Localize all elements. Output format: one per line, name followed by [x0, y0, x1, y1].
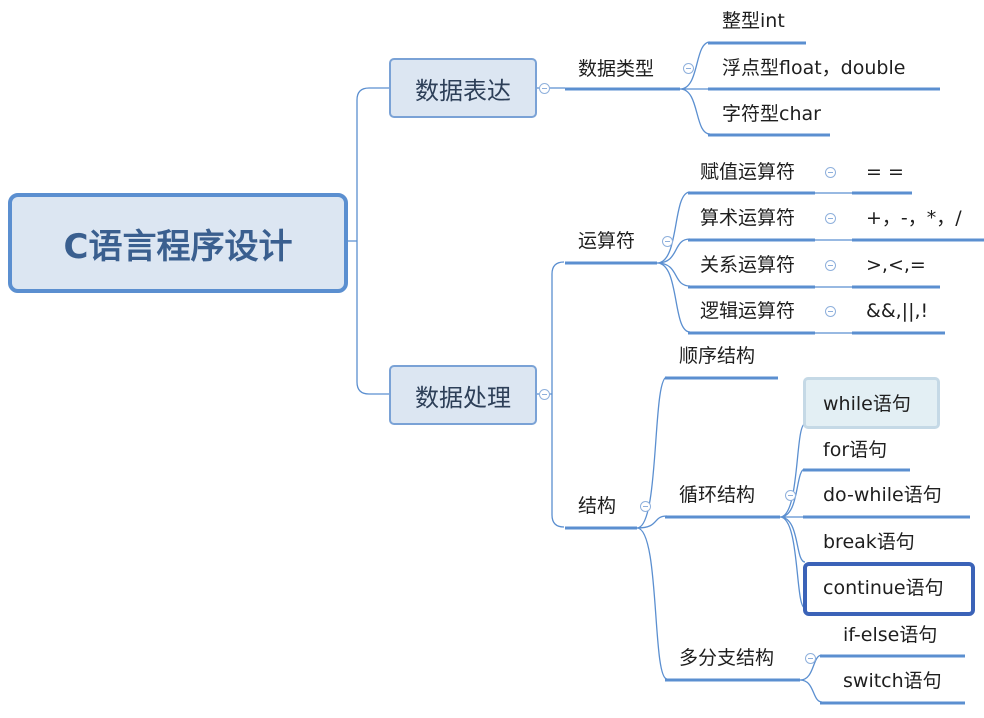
node-continue-selected — [803, 562, 975, 616]
node-assign-op[interactable]: 赋值运算符 — [700, 161, 796, 183]
collapse-icon[interactable] — [825, 213, 836, 224]
node-data-expression[interactable]: 数据表达 — [389, 58, 537, 118]
node-do-while[interactable]: do-while语句 — [823, 484, 942, 506]
node-char[interactable]: 字符型char — [722, 103, 821, 125]
node-break[interactable]: break语句 — [823, 531, 915, 553]
node-data-types[interactable]: 数据类型 — [578, 58, 655, 80]
collapse-icon[interactable] — [805, 653, 816, 664]
collapse-icon[interactable] — [662, 236, 673, 247]
node-continue[interactable]: continue语句 — [823, 577, 944, 599]
collapse-icon[interactable] — [825, 167, 836, 178]
node-for[interactable]: for语句 — [823, 439, 888, 461]
node-logical-value[interactable]: &&,||,! — [866, 300, 929, 322]
node-data-processing[interactable]: 数据处理 — [389, 365, 537, 425]
root-node[interactable]: C语言程序设计 — [8, 193, 348, 293]
collapse-icon[interactable] — [785, 490, 796, 501]
node-loop[interactable]: 循环结构 — [679, 484, 756, 506]
node-multi-branch[interactable]: 多分支结构 — [679, 647, 775, 669]
collapse-icon[interactable] — [539, 389, 550, 400]
collapse-icon[interactable] — [825, 306, 836, 317]
node-arith-op[interactable]: 算术运算符 — [700, 207, 796, 229]
node-relational-op[interactable]: 关系运算符 — [700, 254, 796, 276]
root-label: C语言程序设计 — [63, 226, 293, 267]
node-structure[interactable]: 结构 — [578, 495, 617, 517]
node-switch[interactable]: switch语句 — [843, 670, 942, 692]
node-logical-op[interactable]: 逻辑运算符 — [700, 300, 796, 322]
node-sequential[interactable]: 顺序结构 — [679, 345, 756, 367]
node-while[interactable]: while语句 — [823, 393, 911, 415]
node-label: 数据处理 — [415, 383, 511, 412]
node-relational-value[interactable]: >,<,= — [866, 254, 926, 276]
collapse-icon[interactable] — [683, 63, 694, 74]
collapse-icon[interactable] — [539, 83, 550, 94]
node-float[interactable]: 浮点型float，double — [722, 57, 906, 79]
collapse-icon[interactable] — [825, 260, 836, 271]
collapse-icon[interactable] — [640, 501, 651, 512]
node-assign-value[interactable]: = = — [866, 161, 904, 183]
node-operators[interactable]: 运算符 — [578, 230, 636, 252]
node-arith-value[interactable]: +，-，*，/ — [866, 207, 962, 229]
node-int[interactable]: 整型int — [722, 10, 785, 32]
node-if-else[interactable]: if-else语句 — [843, 624, 938, 646]
node-while-highlight — [803, 377, 940, 429]
node-label: 数据表达 — [415, 76, 511, 105]
